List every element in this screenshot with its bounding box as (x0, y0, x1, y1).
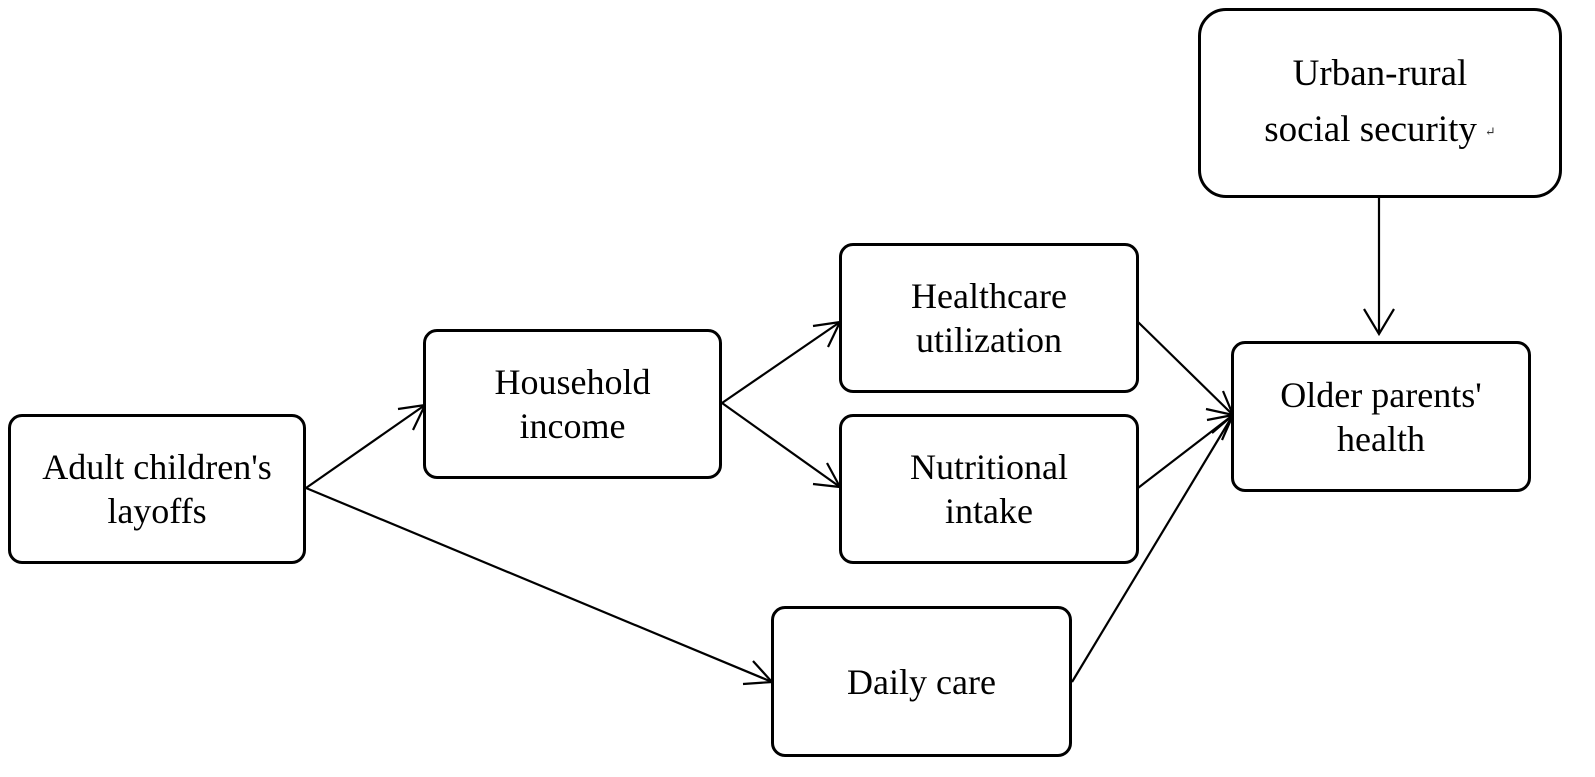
edge-daily-care-to-health (1071, 414, 1234, 683)
node-urban-rural-social-security-line2: social security (1264, 108, 1477, 150)
node-healthcare-utilization-line2: utilization (916, 320, 1062, 360)
node-nutritional-intake: Nutritional intake (839, 414, 1139, 564)
arrowhead-social-security-to-health (1363, 308, 1395, 337)
node-urban-rural-social-security-line1: Urban-rural (1292, 52, 1468, 94)
node-urban-rural-social-security-line2-wrap: social security ↵ (1264, 102, 1496, 161)
edge-layoffs-to-income (305, 404, 426, 489)
node-nutritional-intake-line2: intake (945, 491, 1033, 531)
node-daily-care: Daily care (771, 606, 1072, 757)
node-adult-childrens-layoffs-line1: Adult children's (42, 447, 272, 487)
node-adult-childrens-layoffs-line2: layoffs (107, 491, 207, 531)
node-household-income: Household income (423, 329, 722, 479)
node-healthcare-utilization-line1: Healthcare (911, 276, 1067, 316)
node-household-income-line1: Household (494, 362, 651, 402)
node-healthcare-utilization: Healthcare utilization (839, 243, 1139, 393)
node-older-parents-health-line2: health (1337, 418, 1425, 459)
paragraph-mark-icon: ↵ (1484, 124, 1496, 140)
node-daily-care-line1: Daily care (847, 661, 996, 702)
node-household-income-line2: income (519, 406, 626, 446)
node-older-parents-health-line1: Older parents' (1280, 374, 1482, 415)
edge-healthcare-to-health (1137, 321, 1234, 416)
node-nutritional-intake-line1: Nutritional (910, 447, 1068, 487)
node-urban-rural-social-security: Urban-rural social security ↵ (1198, 8, 1562, 198)
node-older-parents-health: Older parents' health (1231, 341, 1531, 492)
edge-layoffs-to-daily-care (305, 486, 773, 684)
edge-income-to-nutrition (721, 402, 841, 488)
node-adult-childrens-layoffs: Adult children's layoffs (8, 414, 306, 564)
edge-income-to-healthcare (721, 321, 841, 404)
